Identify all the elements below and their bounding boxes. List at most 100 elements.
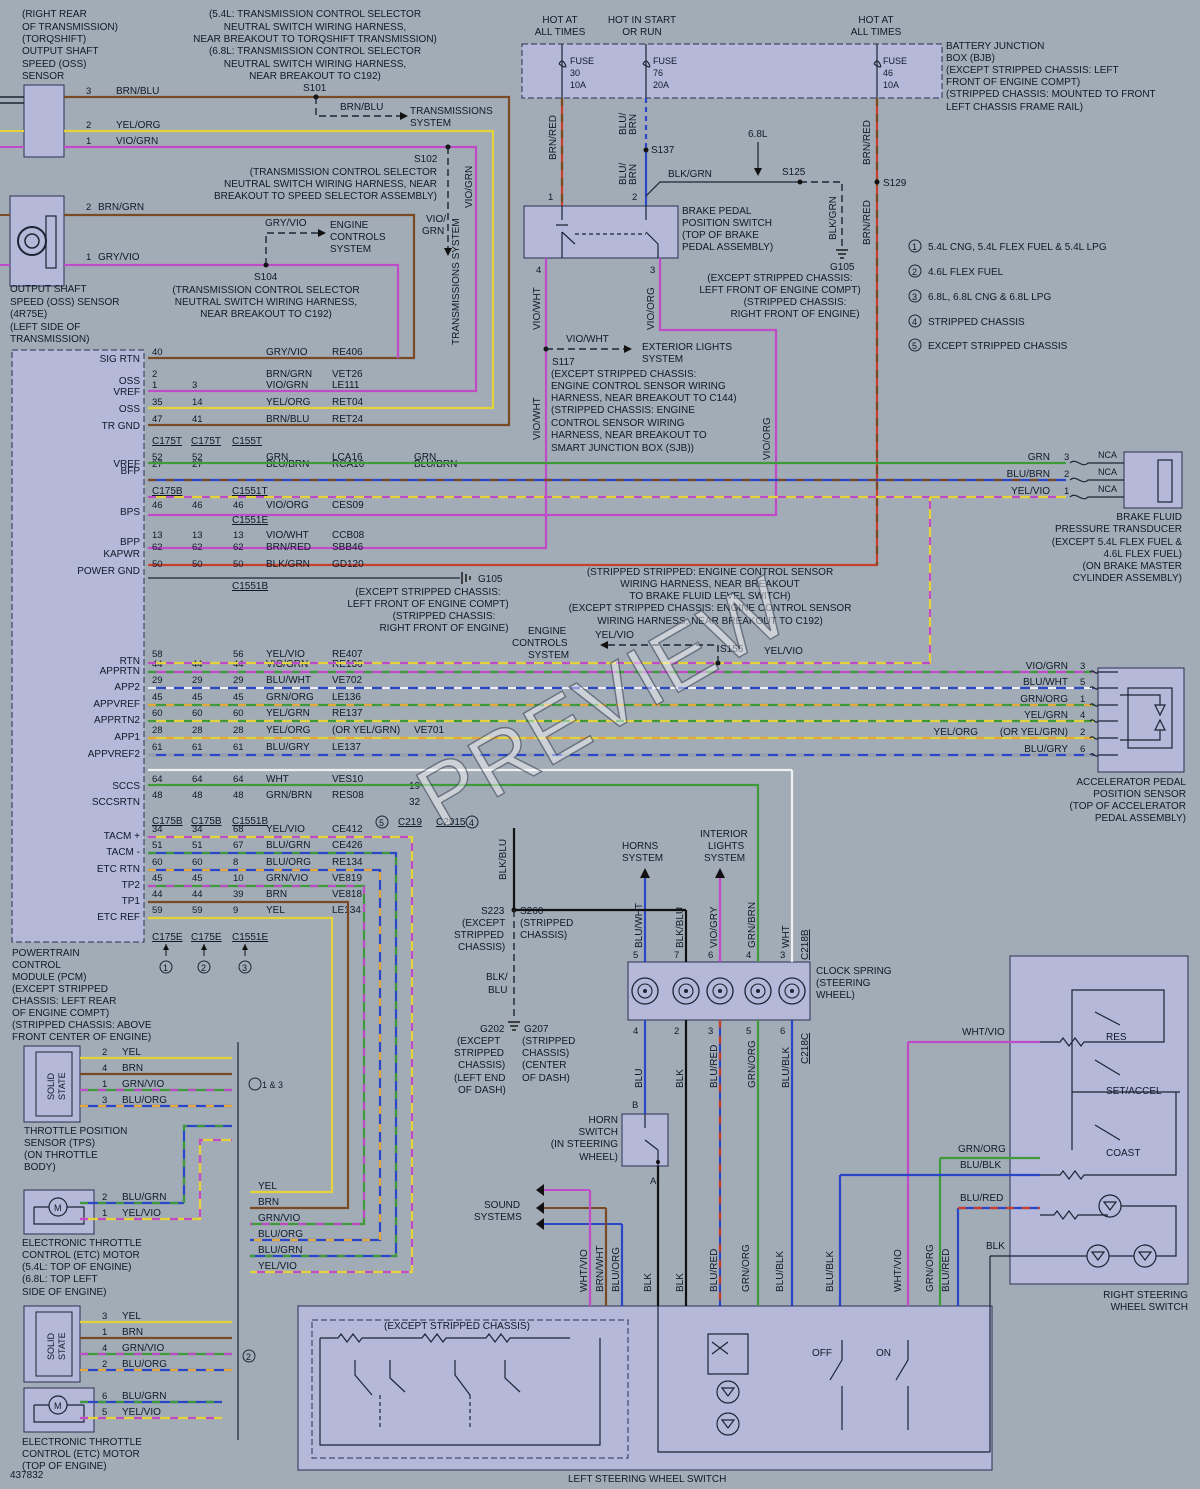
s156-note: (STRIPPED STRIPPED: ENGINE CONTROL SENSO… [569,567,852,627]
wire-label: YEL/ORG [116,120,161,131]
pcm-pin-number: 44 [152,889,163,900]
app-connector [1089,703,1118,707]
legend-number: 4 [912,317,917,327]
svg-text:VIO/WHT: VIO/WHT [532,287,543,330]
svg-text:(EXCEPT STRIPPED CHASSIS:: (EXCEPT STRIPPED CHASSIS: [355,587,500,598]
right-switch-wire-entries [840,1040,1040,1452]
pcm-wire-color: BRN/GRN [266,369,312,380]
pcm-circuit-id: CE426 [332,840,363,851]
svg-text:SENSOR (TPS): SENSOR (TPS) [24,1138,95,1149]
svg-text:(STRIPPED CHASSIS:: (STRIPPED CHASSIS: [393,611,496,622]
clock-top-pin: 5 [633,950,638,961]
clock-top-pin: 7 [674,950,679,961]
svg-text:(STRIPPED: (STRIPPED [522,1036,575,1047]
pcm-wire-color: VIO/GRN [266,380,308,391]
legend-number: 3 [912,292,917,302]
wire-label: BRN/BLU [340,102,383,113]
clock-bottom-wire: BLU/BLK [781,1047,792,1088]
wire-tracer [148,835,414,1274]
wire-label: BRN/BLU [116,86,159,97]
app-wire-color: BLU/GRY [1024,744,1068,755]
svg-text:FRONT CENTER OF ENGINE): FRONT CENTER OF ENGINE) [12,1032,151,1043]
svg-text:RIGHT STEERING: RIGHT STEERING [1103,1290,1188,1301]
pcm-wire-color: VIO/ORG [266,500,309,511]
svg-text:(6.8L: TRANSMISSION CONTROL SE: (6.8L: TRANSMISSION CONTROL SELECTOR [209,46,421,57]
bfpt-nca: NCA [1098,484,1117,494]
pcm-signal-label: TACM - [106,847,140,858]
svg-text:SYSTEM: SYSTEM [642,354,683,365]
svg-text:COAST: COAST [1106,1148,1140,1159]
pcm-pin-number: 50 [192,559,203,570]
svg-text:C218C: C218C [800,1033,811,1064]
svg-text:VIO/WHT: VIO/WHT [532,397,543,440]
clock-coil-inner [750,983,766,999]
svg-text:YEL/VIO: YEL/VIO [764,646,803,657]
splice-label: S101 [303,83,327,94]
svg-text:CLOCK SPRING: CLOCK SPRING [816,966,892,977]
pcm-pin-number: 34 [192,824,203,835]
left-switch-label: LEFT STEERING WHEEL SWITCH [568,1474,726,1485]
harness-wire-label: GRN/VIO [258,1213,300,1224]
svg-text:WHEEL): WHEEL) [816,990,855,1001]
clock-top-pin: 4 [746,950,751,961]
clock-bottom-pin: 3 [708,1026,713,1037]
svg-text:ENGINE CONTROL SENSOR WIRING: ENGINE CONTROL SENSOR WIRING [551,381,726,392]
pcm-signal-label: SCCS [112,781,140,792]
svg-text:STRIPPED: STRIPPED [454,1048,504,1059]
svg-text:TO BRAKE FLUID LEVEL SWITCH): TO BRAKE FLUID LEVEL SWITCH) [629,591,790,602]
pcm-signal-label: APPRTN2 [94,715,140,726]
svg-text:(6.8L: TOP LEFT: (6.8L: TOP LEFT [22,1274,98,1285]
legend-marker [908,264,922,278]
svg-text:BLK/GRN: BLK/GRN [668,169,712,180]
pcm-wire-color: BLK/GRN [266,559,310,570]
pcm-pin-number: 47 [152,414,163,425]
left-switch-wires [588,1020,990,1453]
svg-text:NEAR BREAKOUT TO C192): NEAR BREAKOUT TO C192) [200,309,332,320]
svg-text:(STRIPPED: (STRIPPED [520,918,573,929]
app-connector [1089,686,1118,690]
svg-text:(5.4L: TRANSMISSION CONTROL SE: (5.4L: TRANSMISSION CONTROL SELECTOR [209,9,421,20]
svg-text:LEFT FRONT OF ENGINE COMPT): LEFT FRONT OF ENGINE COMPT) [699,285,860,296]
svg-text:THROTTLE POSITION: THROTTLE POSITION [24,1126,127,1137]
app-pin-number: 1 [1080,694,1085,705]
svg-text:BLU/RED: BLU/RED [960,1193,1003,1204]
bottom-wire-label: BLK [675,1273,686,1292]
app-pin-number: 4 [1080,710,1085,721]
app-wire-color: YEL/GRN [1024,710,1068,721]
app-pin-number: 2 [1080,727,1085,738]
svg-text:G207: G207 [524,1024,549,1035]
pcm-circuit-id: VET26 [332,369,363,380]
etc-motor-2 [23,1387,95,1433]
svg-text:RES: RES [1106,1032,1127,1043]
clock-top-pin: 3 [780,950,785,961]
pcm-pin-number: 50 [152,559,163,570]
wire-vio-grn [64,145,478,393]
pcm-pin-number: 13 [233,530,244,541]
clock-top-wire: WHT [781,925,792,948]
legend-text: STRIPPED CHASSIS [928,317,1025,328]
pcm-pin-number: 67 [233,840,244,851]
legend-marker [908,314,922,328]
svg-text:HORNS: HORNS [622,841,658,852]
pcm-pin-number: 50 [233,559,244,570]
svg-text:CONTROL: CONTROL [12,960,61,971]
etc1-label: ELECTRONIC THROTTLE CONTROL (ETC) MOTOR … [22,1238,142,1298]
svg-text:2: 2 [201,963,206,973]
svg-text:(TORQSHIFT): (TORQSHIFT) [22,34,86,45]
component-pin: 1 [102,1079,107,1090]
clock-coil [706,977,734,1005]
svg-text:BRN: BRN [628,114,639,135]
clock-coil-center [756,989,760,993]
pcm-pin-number: 45 [152,873,163,884]
svg-text:FUSE: FUSE [883,56,907,66]
pcm-pin-number: 56 [233,649,244,660]
etc-motor-1 [23,1189,95,1235]
pcm-circuit-id: RET04 [332,397,364,408]
fuse-76: FUSE 76 20A [642,44,677,98]
pcm-circuit-id: LE136 [332,692,361,703]
svg-text:WHEEL SWITCH: WHEEL SWITCH [1111,1302,1188,1313]
svg-text:A: A [650,1176,657,1187]
pcm-circuit-id: RES08 [332,790,364,801]
pcm-circuit-id: CCB08 [332,530,365,541]
